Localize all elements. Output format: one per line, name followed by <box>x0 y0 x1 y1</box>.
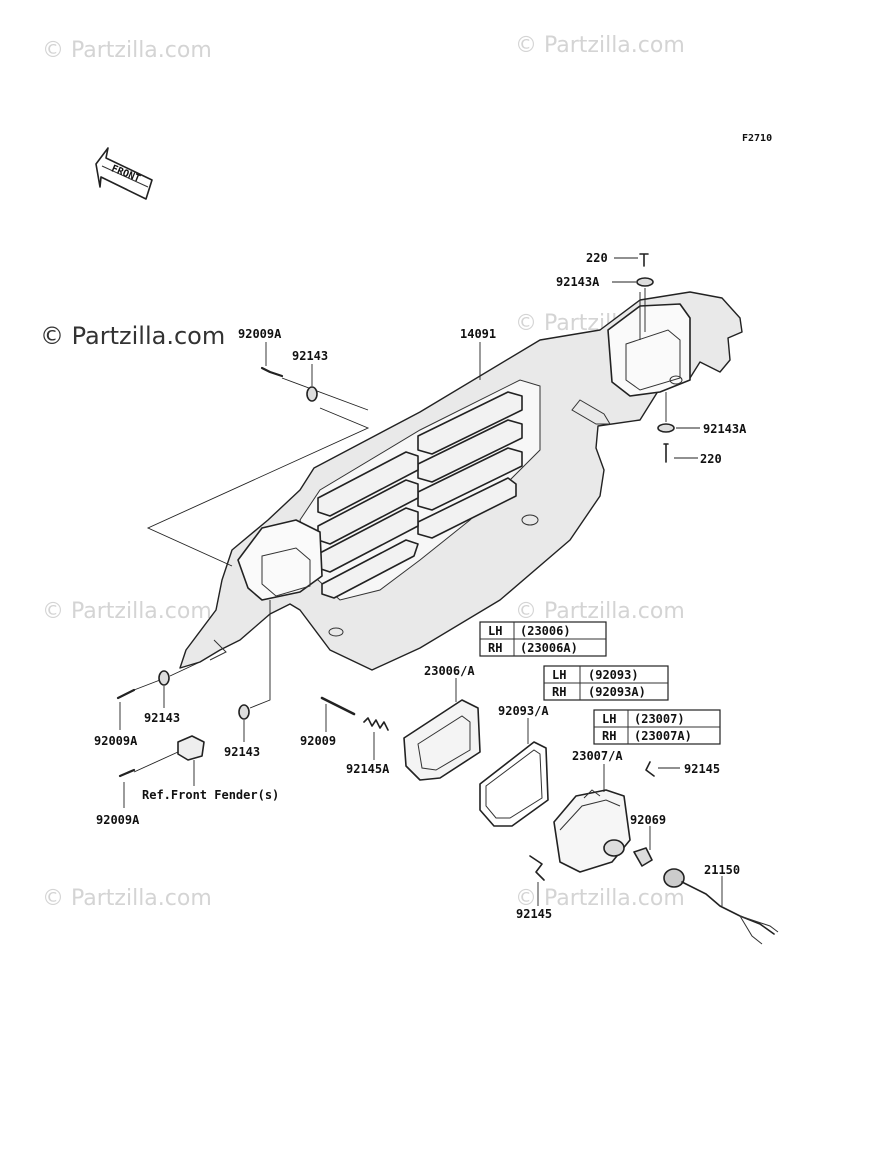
label-92143-top: 92143 <box>292 349 328 363</box>
bolt-92009A-bottom <box>118 768 136 808</box>
front-arrow-icon: FRONT <box>95 147 153 200</box>
fender-bracket <box>133 735 205 786</box>
svg-text:(92093): (92093) <box>588 668 639 682</box>
svg-text:(23006A): (23006A) <box>520 641 578 655</box>
label-92009A-left: 92009A <box>94 734 138 748</box>
svg-text:LH: LH <box>552 668 566 682</box>
label-92093A: 92093/A <box>498 704 549 718</box>
watermark: © Partzilla.com <box>515 599 685 624</box>
washer-92143A-right <box>657 392 700 433</box>
label-23007A: 23007/A <box>572 749 623 763</box>
svg-text:(23007): (23007) <box>634 712 685 726</box>
washer-92143-left <box>158 661 201 708</box>
spring-92145A <box>363 717 389 760</box>
socket-21150 <box>663 868 779 945</box>
label-92143-left: 92143 <box>144 711 180 725</box>
watermark: © Partzilla.com <box>42 599 212 624</box>
label-23006A: 23006/A <box>424 664 475 678</box>
grille-slats <box>317 391 523 599</box>
bolt-92009A-left <box>116 679 161 730</box>
label-92009A-bottom: 92009A <box>96 813 140 827</box>
figure-code: F2710 <box>742 133 772 144</box>
svg-text:(92093A): (92093A) <box>588 685 646 699</box>
washer-92143-mid <box>238 600 271 742</box>
watermark: © Partzilla.com <box>42 38 212 63</box>
label-220-top: 220 <box>586 251 608 265</box>
frame-23006A <box>403 678 481 781</box>
watermark: © Partzilla.com <box>42 886 212 911</box>
label-92069: 92069 <box>630 813 666 827</box>
label-92009A-top: 92009A <box>238 327 282 341</box>
watermark: © Partzilla.com <box>515 33 685 58</box>
washer-92143-top <box>306 364 318 402</box>
label-92143-mid: 92143 <box>224 745 260 759</box>
label-14091: 14091 <box>460 327 496 341</box>
label-92145A: 92145A <box>346 762 390 776</box>
watermark: © Partzilla.com <box>40 322 225 350</box>
watermark: © Partzilla.com <box>515 886 685 911</box>
svg-text:(23006): (23006) <box>520 624 571 638</box>
clip-92145-right <box>645 761 680 777</box>
bolt-220-top <box>614 253 649 267</box>
label-92143A-right: 92143A <box>703 422 747 436</box>
label-92143A-top: 92143A <box>556 275 600 289</box>
svg-text:(23007A): (23007A) <box>634 729 692 743</box>
svg-text:RH: RH <box>552 685 566 699</box>
clip-92145-bottom <box>529 855 545 906</box>
svg-text:RH: RH <box>602 729 616 743</box>
bulb-92069 <box>633 826 653 867</box>
bolt-92009A-top <box>260 342 369 411</box>
svg-text:LH: LH <box>488 624 502 638</box>
label-ref-front-fender: Ref.Front Fender(s) <box>142 788 279 802</box>
washer-92143A-top <box>612 277 654 340</box>
label-220-right: 220 <box>700 452 722 466</box>
bolt-220-right <box>663 443 698 463</box>
svg-text:LH: LH <box>602 712 616 726</box>
svg-text:RH: RH <box>488 641 502 655</box>
lh-rh-table-23007: LH (23007) RH (23007A) <box>593 709 721 745</box>
label-92145-bottom: 92145 <box>516 907 552 921</box>
label-21150: 21150 <box>704 863 740 877</box>
label-92145-right: 92145 <box>684 762 720 776</box>
bolt-92009 <box>320 696 356 732</box>
headlight-cover-14091 <box>179 291 743 671</box>
gasket-92093A <box>479 718 549 827</box>
lh-rh-table-23006: LH (23006) RH (23006A) <box>479 621 607 657</box>
headlight-23007A <box>553 764 631 873</box>
lh-rh-table-92093: LH (92093) RH (92093A) <box>543 665 669 701</box>
label-92009: 92009 <box>300 734 336 748</box>
